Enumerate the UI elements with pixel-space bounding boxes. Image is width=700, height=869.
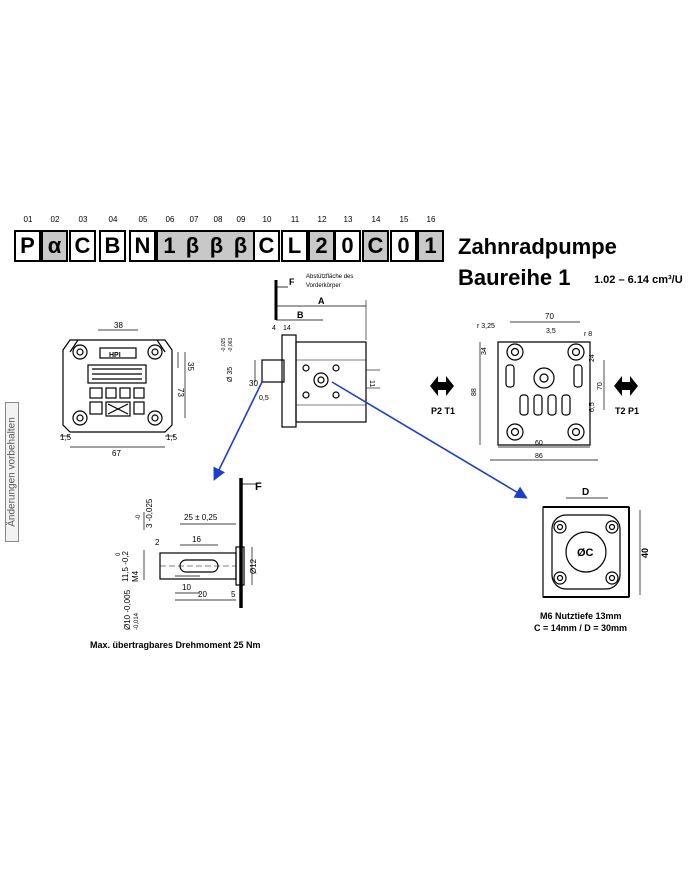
shaft-detail — [143, 478, 257, 608]
dim-label: 2 — [155, 538, 160, 547]
dim-label: 34 — [481, 347, 488, 355]
dim-label: 60 — [535, 440, 543, 447]
product-series: Baureihe 1 — [458, 265, 571, 290]
front-view — [60, 329, 186, 448]
code-char: C — [69, 230, 96, 262]
dim-label: 14 — [283, 325, 291, 332]
dim-label: 73 — [176, 388, 185, 397]
dim-label: 4 — [272, 325, 276, 332]
code-char: β — [228, 232, 253, 260]
product-title: Zahnradpumpe — [458, 234, 617, 259]
code-position: 04 — [108, 215, 118, 224]
code-position: 01 — [23, 215, 33, 224]
port-bore-label: ØC — [577, 547, 594, 559]
dim-label: 11 — [368, 380, 375, 387]
code-position: 13 — [343, 215, 353, 224]
dim-label: r 3,25 — [477, 323, 495, 330]
code-position: 12 — [317, 215, 327, 224]
dim-label: 25 ± 0,25 — [184, 513, 218, 522]
dim-label: B — [297, 310, 304, 320]
displacement-range: 1.02 – 6.14 cm³/U — [594, 274, 683, 286]
code-char: P — [14, 230, 41, 262]
dim-tolerance: 0 — [116, 552, 122, 556]
code-char: β — [180, 232, 205, 260]
side-note: Änderungen vorbehalten — [5, 402, 19, 542]
code-char: 0 — [334, 230, 361, 262]
dim-label: 24 — [589, 354, 596, 362]
code-char: C — [362, 230, 389, 262]
code-char: L — [281, 230, 308, 262]
code-position: 07 — [189, 215, 199, 224]
dim-label: 70 — [545, 312, 554, 321]
code-position: 05 — [138, 215, 148, 224]
code-position: 16 — [426, 215, 436, 224]
dim-label: 5 — [231, 590, 236, 599]
support-note-line2: Vorderkörper — [306, 283, 341, 289]
dim-label: 40 — [640, 548, 650, 558]
dim-label: 67 — [112, 449, 121, 458]
support-note-line1: Abstützfläche des — [306, 274, 353, 280]
dim-tolerance: -0 — [136, 514, 142, 520]
dim-label: 3 -0,025 — [145, 498, 154, 528]
code-char: B — [99, 230, 126, 262]
dim-label: M4 — [131, 570, 140, 582]
code-position: 03 — [78, 215, 88, 224]
rear-view — [479, 321, 605, 461]
code-char: 0 — [390, 230, 417, 262]
dim-label: 10 — [182, 583, 191, 592]
port-caption-line1: M6 Nutztiefe 13mm — [540, 611, 622, 621]
code-position: 02 — [50, 215, 60, 224]
code-position: 10 — [262, 215, 272, 224]
port-caption-line2: C = 14mm / D = 30mm — [534, 623, 628, 633]
code-position: 08 — [213, 215, 223, 224]
torque-caption: Max. übertragbares Drehmoment 25 Nm — [90, 640, 261, 650]
code-char: 2 — [308, 230, 335, 262]
code-position: 14 — [371, 215, 381, 224]
dim-label: 6,5 — [589, 402, 596, 412]
dim-label: 11,5 -0,2 — [121, 550, 130, 582]
port-label-left: P2 T1 — [431, 406, 455, 416]
port-arrow-right-icon — [614, 376, 638, 396]
dim-label: r 8 — [584, 331, 592, 338]
code-position: 11 — [290, 215, 300, 224]
dim-label: 1,5 — [166, 433, 178, 442]
dim-label: Ø12 — [249, 558, 258, 574]
code-char: N — [129, 230, 156, 262]
dim-label: 35 — [186, 362, 195, 371]
code-char: α — [41, 230, 68, 262]
port-detail — [542, 497, 641, 598]
side-view — [254, 280, 380, 428]
dim-label: 38 — [114, 321, 123, 330]
leader-arrow-shaft — [213, 381, 263, 481]
dim-label: 1,5 — [60, 433, 72, 442]
dim-label: 86 — [535, 453, 543, 460]
dim-label: 0,5 — [259, 395, 269, 402]
dim-label: D — [582, 487, 589, 498]
manufacturer-logo: HPI — [109, 352, 121, 359]
dim-label: 20 — [198, 590, 207, 599]
code-char: 1 — [417, 230, 444, 262]
code-char: C — [253, 230, 280, 262]
port-arrow-left-icon — [430, 376, 454, 396]
leader-arrow-port — [331, 381, 528, 499]
code-position: 06 — [165, 215, 175, 224]
dim-tolerance: -0,025 — [221, 338, 227, 352]
dim-label: 70 — [597, 382, 604, 390]
force-label: F — [289, 277, 295, 287]
port-label-right: T2 P1 — [615, 406, 639, 416]
dim-label: 16 — [192, 535, 201, 544]
dim-tolerance: -0,014 — [134, 612, 140, 630]
code-position: 15 — [399, 215, 409, 224]
dim-tolerance: -0,063 — [228, 338, 234, 352]
dim-label: A — [318, 296, 325, 306]
dim-label: Ø 35 — [227, 367, 234, 382]
dim-label: 88 — [471, 388, 478, 396]
code-position: 09 — [236, 215, 246, 224]
force-label: F — [255, 481, 262, 493]
dim-label: 3,5 — [546, 328, 556, 335]
code-char: β — [204, 232, 229, 260]
dim-label: 30 — [249, 379, 258, 388]
dim-label: Ø10 -0,005 — [123, 589, 132, 630]
